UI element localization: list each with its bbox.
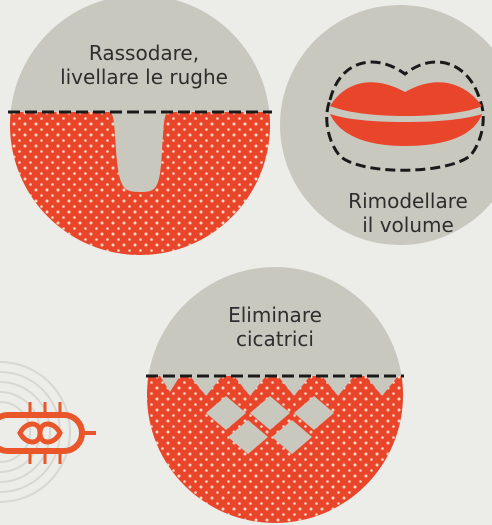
filled-skin-area xyxy=(140,376,430,525)
infinity-capsule-icon xyxy=(0,402,96,464)
panel-scars: Eliminare cicatrici xyxy=(140,267,430,525)
panel-firming-label-line1: Rassodare, xyxy=(89,41,199,65)
panel-scars-label-line2: cicatrici xyxy=(236,327,314,351)
panel-firming: Rassodare, livellare le rughe xyxy=(0,0,300,300)
panel-firming-label-line2: livellare le rughe xyxy=(60,65,228,89)
panel-scars-label-line1: Eliminare xyxy=(228,303,322,327)
panel-volume-label-line2: il volume xyxy=(362,213,454,237)
panel-volume: Rimodellare il volume xyxy=(280,5,492,245)
panel-volume-label-line1: Rimodellare xyxy=(348,189,468,213)
